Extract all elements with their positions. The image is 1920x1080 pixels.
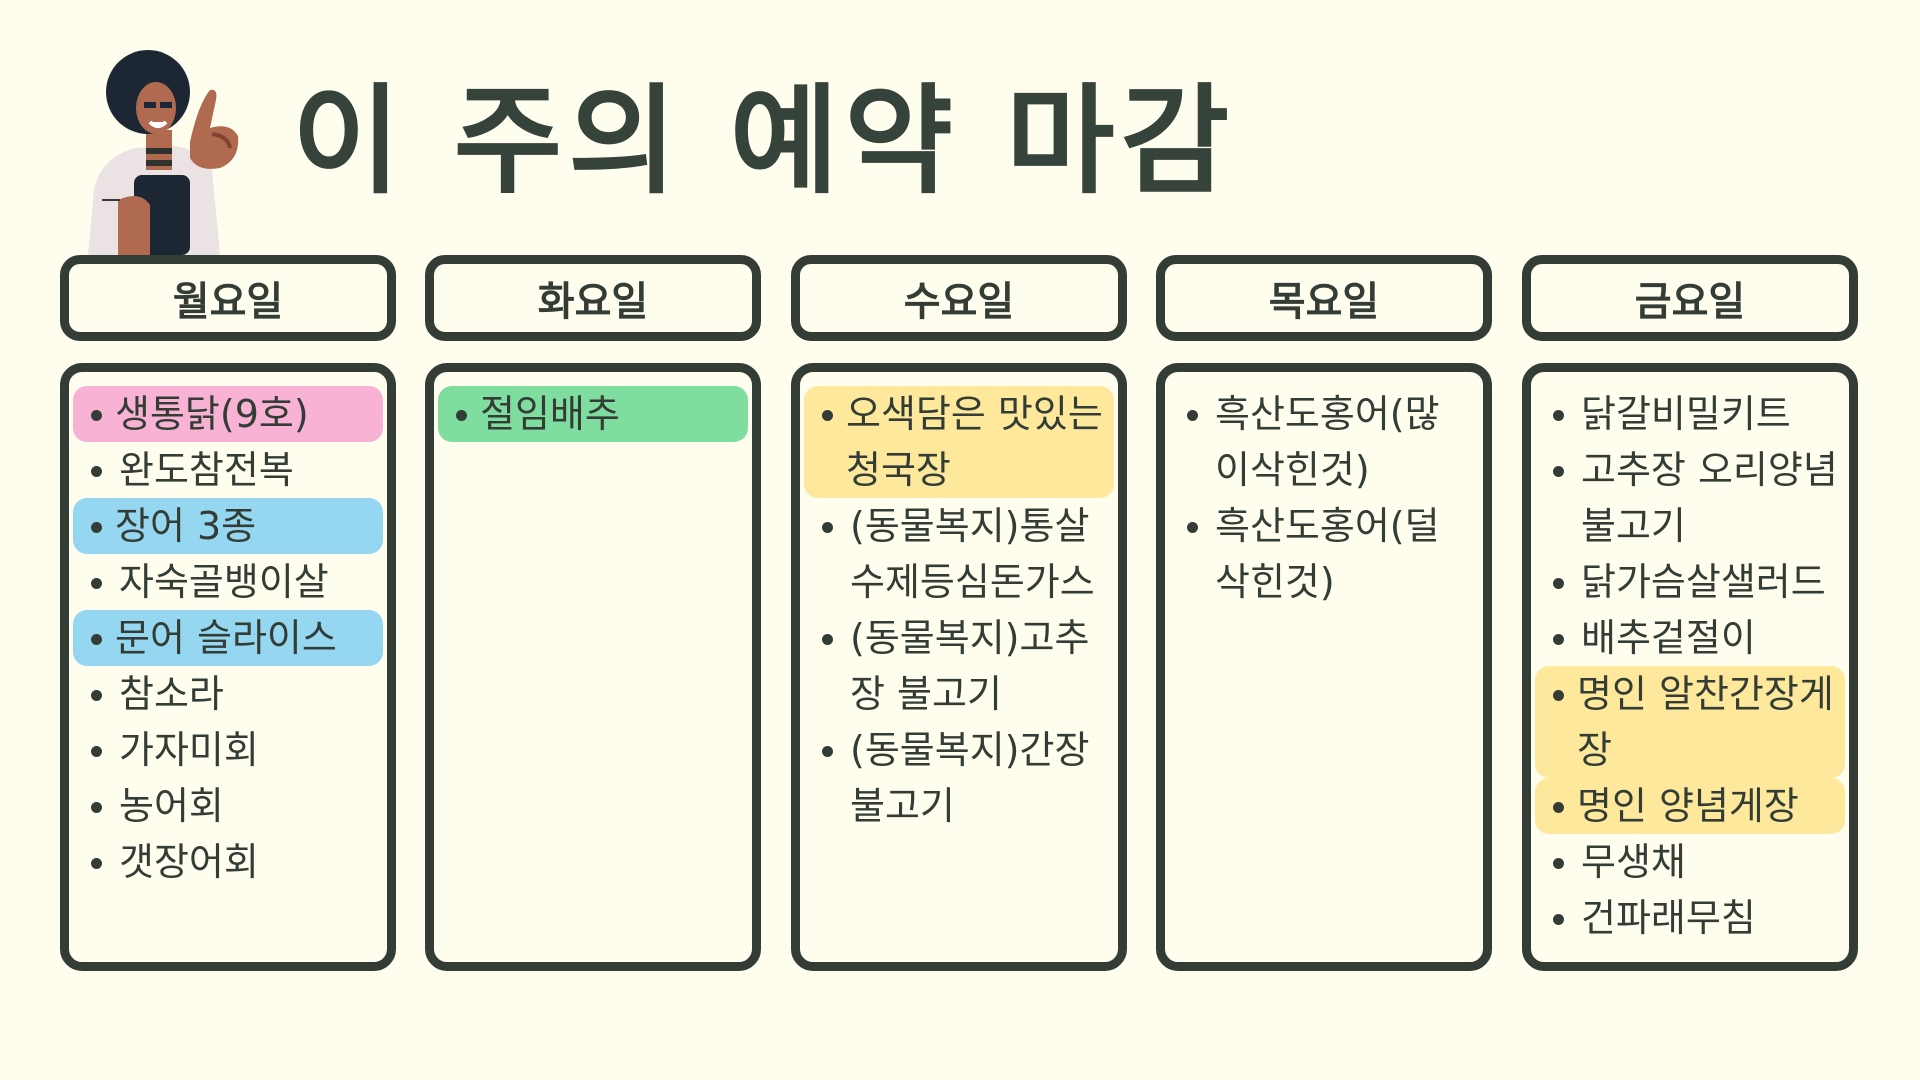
person-pointing-illustration — [88, 50, 239, 255]
page-title: 이 주의 예약 마감 — [292, 72, 1236, 210]
list-item: 고추장 오리양념 불고기 — [1531, 442, 1849, 554]
item-list-wednesday: 오색담은 맛있는 청국장(동물복지)통살 수제등심돈가스(동물복지)고추 장 불… — [800, 386, 1118, 834]
list-item: 무생채 — [1531, 834, 1849, 890]
day-header-monday: 월요일 — [60, 255, 396, 341]
list-item: 문어 슬라이스 — [73, 610, 383, 666]
day-header-friday: 금요일 — [1522, 255, 1858, 341]
list-item: 절임배추 — [438, 386, 748, 442]
list-item: 닭갈비밀키트 — [1531, 386, 1849, 442]
item-list-thursday: 흑산도홍어(많 이삭힌것)흑산도홍어(덜 삭힌것) — [1165, 386, 1483, 610]
list-item: 오색담은 맛있는 청국장 — [804, 386, 1114, 498]
list-item: 명인 양념게장 — [1535, 778, 1845, 834]
list-item: 자숙골뱅이살 — [69, 554, 387, 610]
list-item: (동물복지)통살 수제등심돈가스 — [800, 498, 1118, 610]
day-box-thursday: 흑산도홍어(많 이삭힌것)흑산도홍어(덜 삭힌것) — [1156, 363, 1492, 971]
day-header-wednesday: 수요일 — [791, 255, 1127, 341]
list-item: 흑산도홍어(덜 삭힌것) — [1165, 498, 1483, 610]
list-item: 명인 알찬간장게 장 — [1535, 666, 1845, 778]
list-item: 농어회 — [69, 778, 387, 834]
list-item: 참소라 — [69, 666, 387, 722]
list-item: (동물복지)고추 장 불고기 — [800, 610, 1118, 722]
day-box-wednesday: 오색담은 맛있는 청국장(동물복지)통살 수제등심돈가스(동물복지)고추 장 불… — [791, 363, 1127, 971]
list-item: 흑산도홍어(많 이삭힌것) — [1165, 386, 1483, 498]
list-item: 생통닭(9호) — [73, 386, 383, 442]
day-header-tuesday: 화요일 — [425, 255, 761, 341]
list-item: (동물복지)간장 불고기 — [800, 722, 1118, 834]
column-tuesday: 화요일 절임배추 — [425, 255, 761, 971]
list-item: 장어 3종 — [73, 498, 383, 554]
column-thursday: 목요일 흑산도홍어(많 이삭힌것)흑산도홍어(덜 삭힌것) — [1156, 255, 1492, 971]
list-item: 갯장어회 — [69, 834, 387, 890]
item-list-tuesday: 절임배추 — [434, 386, 752, 442]
list-item: 건파래무침 — [1531, 890, 1849, 946]
list-item: 완도참전복 — [69, 442, 387, 498]
day-box-tuesday: 절임배추 — [425, 363, 761, 971]
column-wednesday: 수요일 오색담은 맛있는 청국장(동물복지)통살 수제등심돈가스(동물복지)고추… — [791, 255, 1127, 971]
list-item: 가자미회 — [69, 722, 387, 778]
list-item: 배추겉절이 — [1531, 610, 1849, 666]
list-item: 닭가슴살샐러드 — [1531, 554, 1849, 610]
day-header-thursday: 목요일 — [1156, 255, 1492, 341]
